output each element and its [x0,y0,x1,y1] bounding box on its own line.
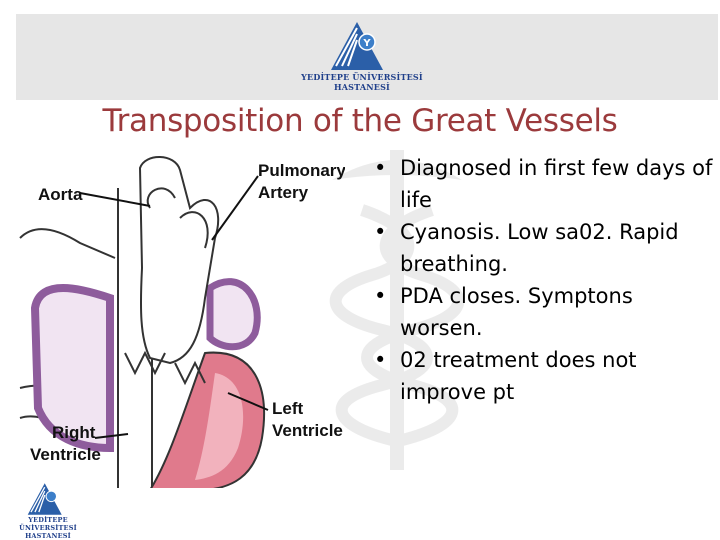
label-left-ventricle-1: Left [272,399,304,418]
bullet-dot-icon: • [374,284,387,308]
bullet-item: • Cyanosis. Low sa02. Rapid breathing. [370,216,715,280]
label-pulmonary-1: Pulmonary [258,161,345,180]
label-right-ventricle-2: Ventricle [30,445,101,464]
bullet-text: Cyanosis. Low sa02. Rapid breathing. [400,220,679,276]
logo-text-line2: HASTANESİ [334,82,390,92]
great-vessels-shape [138,156,220,365]
bullet-text: Diagnosed in first few days of life [400,156,713,212]
logo-bottom: YEDİTEPE ÜNİVERSİTESİ HASTANESİ [0,482,96,540]
slide-title: Transposition of the Great Vessels [102,103,618,139]
university-logo-icon: Y [331,22,383,70]
logo-top: Y YEDİTEPE ÜNİVERSİTESİ HASTANESİ [300,20,424,96]
bullet-item: • 02 treatment does not improve pt [370,344,715,408]
bullet-text: 02 treatment does not improve pt [400,348,637,404]
label-pulmonary-2: Artery [258,183,309,202]
caduceus-watermark-icon [329,150,465,470]
left-ventricle-shape [150,351,266,488]
bullet-item: • PDA closes. Symptons worsen. [370,280,715,344]
bullet-dot-icon: • [374,156,387,180]
university-logo-small-icon [27,483,62,515]
bullet-dot-icon: • [374,348,387,372]
logo-small-line1: YEDİTEPE ÜNİVERSİTESİ [19,516,77,532]
bullet-text: PDA closes. Symptons worsen. [400,284,633,340]
bullet-item: • Diagnosed in first few days of life [370,152,715,216]
left-atrium-shape [206,278,261,351]
label-left-ventricle-2: Ventricle [272,421,343,440]
heart-diagram: Aorta Pulmonary Artery Left Ventricle Ri… [19,156,345,488]
bullet-list: • Diagnosed in first few days of life • Cy… [370,152,715,408]
right-ventricle-shape [30,284,114,453]
bullet-dot-icon: • [374,220,387,244]
label-right-ventricle-1: Right [52,423,96,442]
label-aorta: Aorta [38,185,83,204]
logo-text-line1: YEDİTEPE ÜNİVERSİTESİ [301,72,423,82]
logo-small-line2: HASTANESİ [25,532,71,540]
svg-text:Y: Y [362,38,371,49]
